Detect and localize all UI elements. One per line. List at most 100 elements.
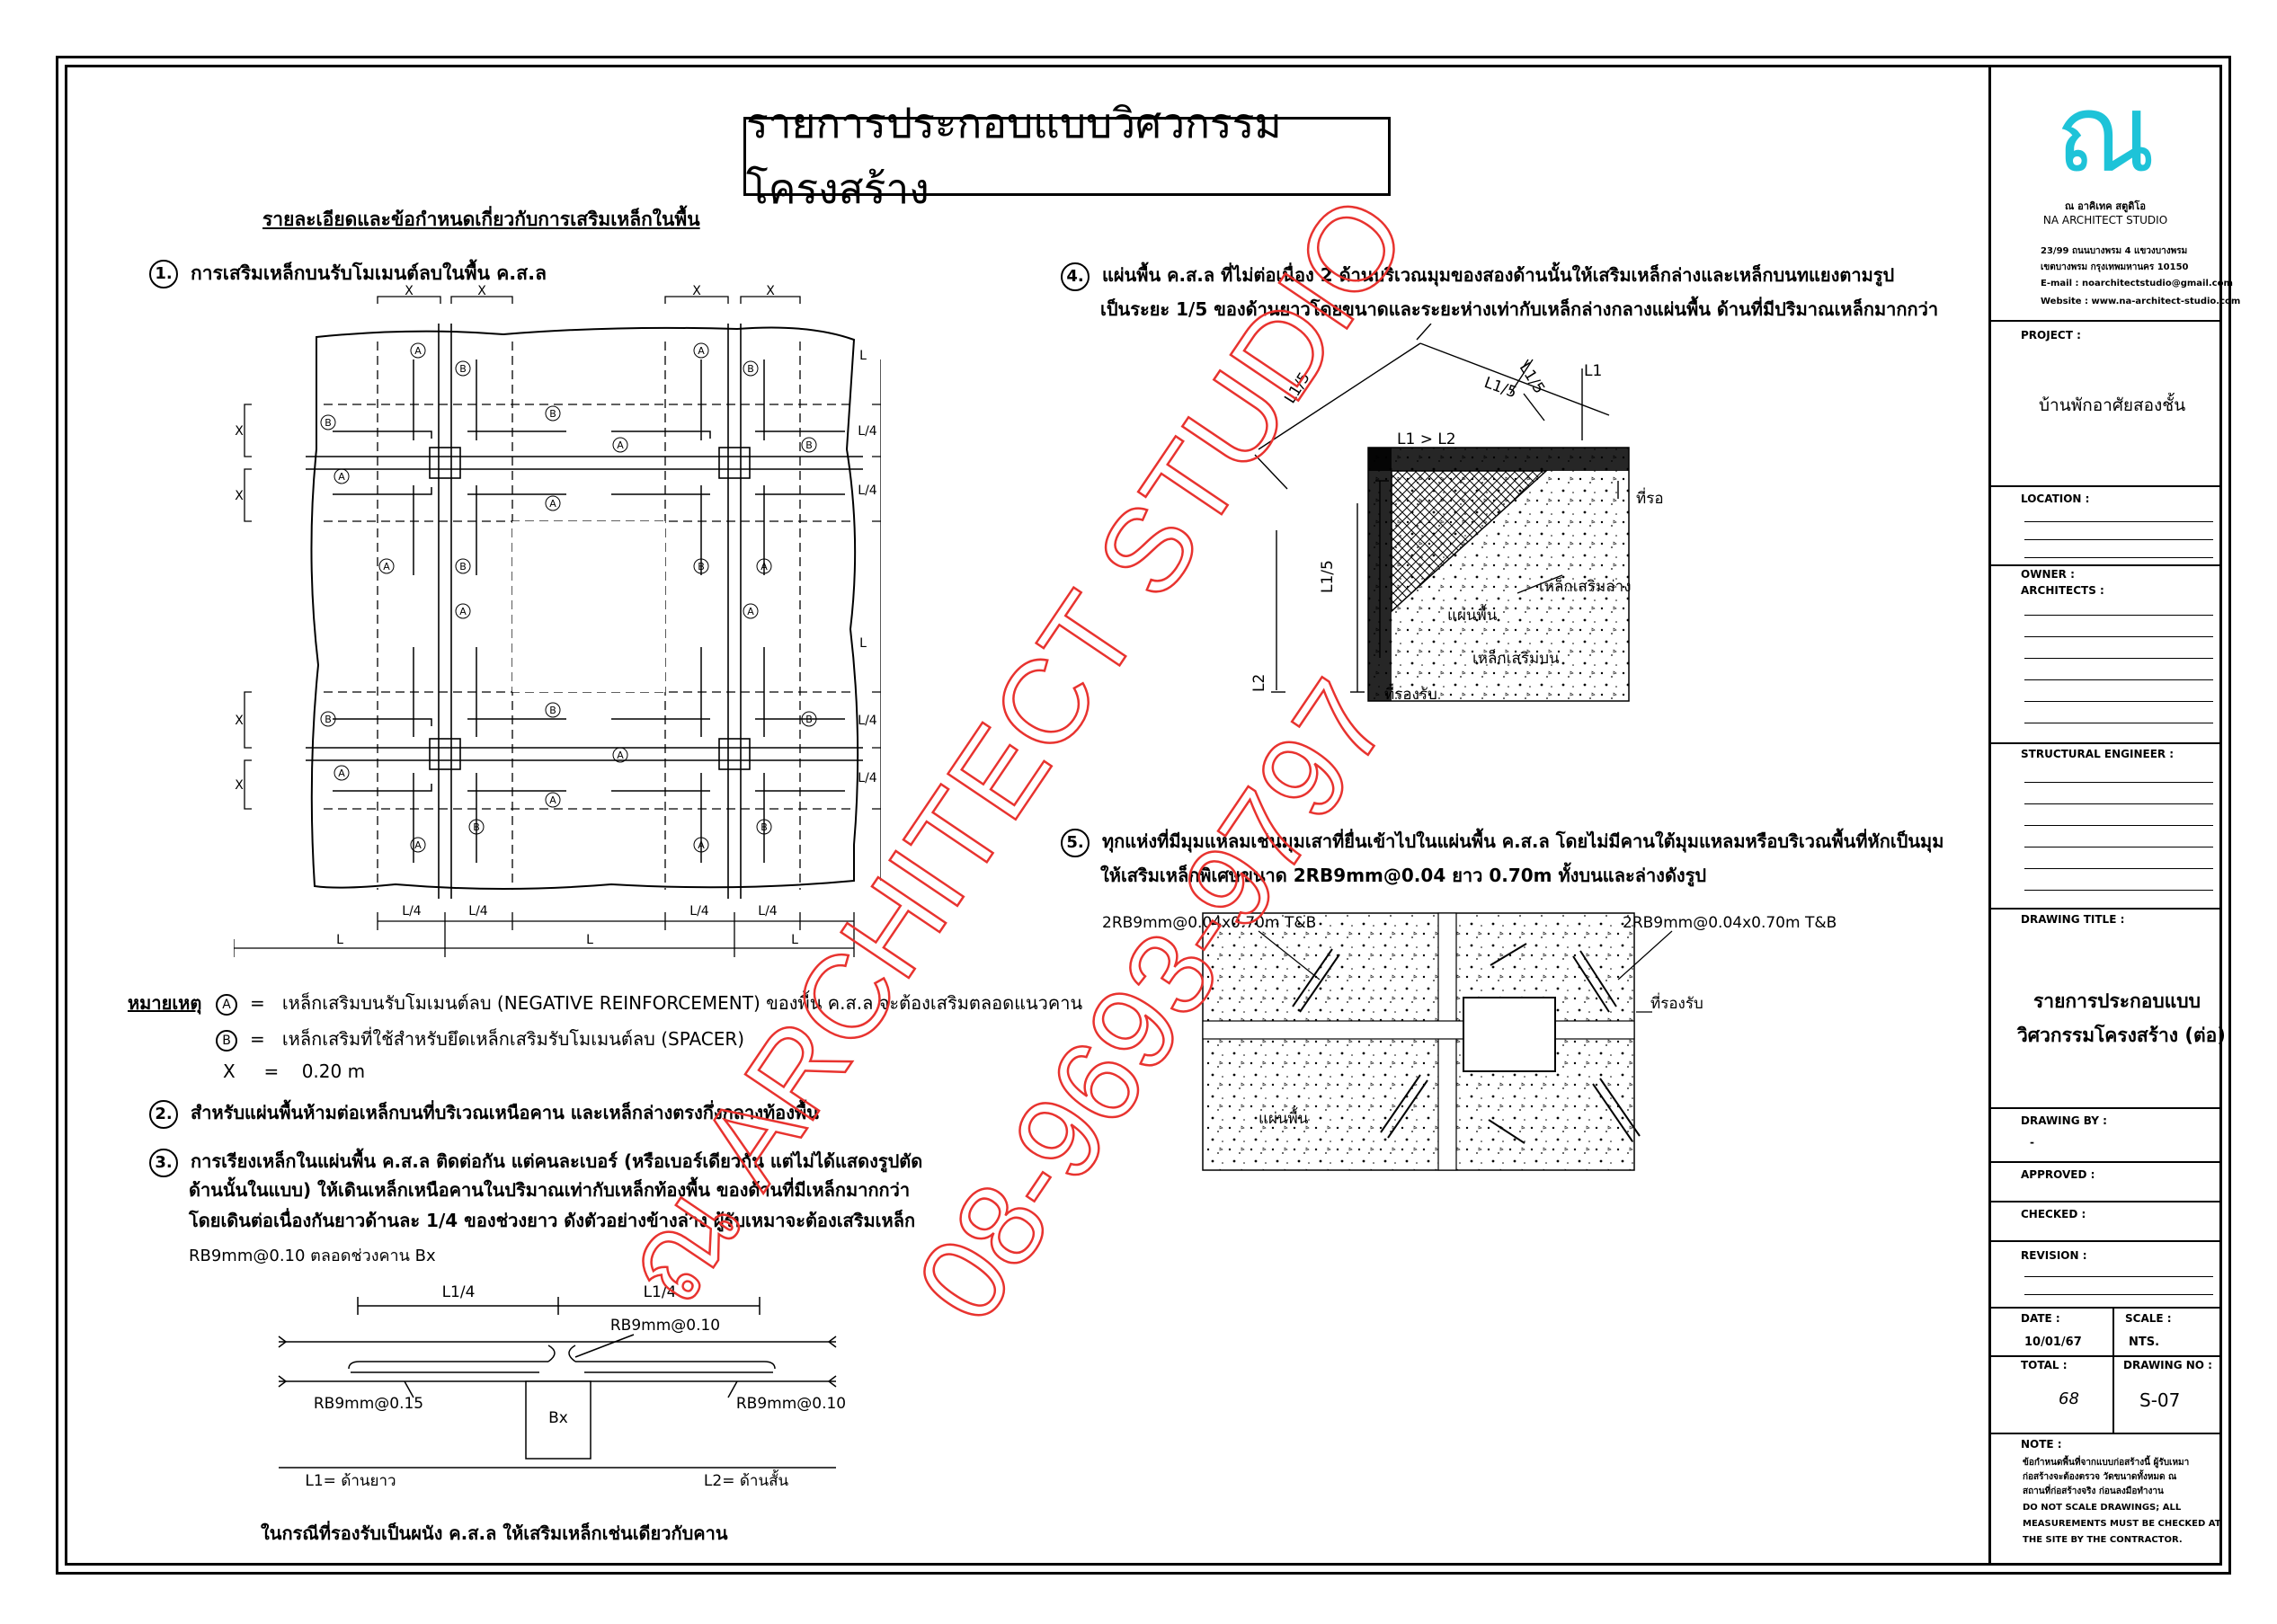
logo-block: ณ ณ อาคิเทค สตูดิโอ NA ARCHITECT STUDIO (1988, 72, 2222, 226)
dim-l4: L/4 (758, 904, 778, 918)
dim-l4: L/4 (858, 771, 877, 785)
divider (1988, 742, 2219, 744)
dim-l: L (859, 349, 867, 363)
drawing-by: - (2030, 1136, 2034, 1149)
label-support: ที่รองรับ (1650, 992, 1703, 1013)
approved-label: APPROVED : (2021, 1168, 2095, 1181)
divider (1988, 1240, 2219, 1242)
logo-website: Website : www.na-architect-studio.com (2041, 297, 2241, 306)
label-support-2: ที่รองรับ (1384, 683, 1437, 704)
marker-b: B (325, 714, 332, 725)
logo-address-1: 23/99 ถนนบางพรม 4 แขวงบางพรม (2041, 246, 2188, 256)
note-th-3: สถานที่ก่อสร้างจริง ก่อนลงมือทำงาน (2023, 1486, 2164, 1496)
drawing-border-inner (65, 65, 2222, 1566)
total-value: 68 (2059, 1389, 2079, 1408)
dim-l4: L/4 (468, 904, 488, 918)
figure-4-corner-detail: L1/5 L1/5 L1/5 L1 L1 > L2 L1/5 L2 ที่รอง… (1250, 324, 1663, 704)
sheet-title: รายการประกอบแบบวิศวกรรมโครงสร้าง (746, 99, 1282, 213)
dim-l15-b: L1/5 (1481, 374, 1518, 402)
rebar-label-left: RB9mm@0.15 (314, 1395, 423, 1413)
dim-l: L (336, 933, 343, 947)
rebar-label-right: RB9mm@0.10 (736, 1395, 846, 1413)
dim-l15-a: L1/5 (1281, 369, 1313, 407)
figure-5-column-corner: 2RB9mm@0.04x0.70m T&B 2RB9mm@0.04x0.70m … (1102, 912, 1837, 1171)
marker-a: A (549, 498, 556, 510)
owner-label: OWNER : (2021, 568, 2075, 581)
date-label: DATE : (2021, 1312, 2060, 1325)
dim-l4: L/4 (858, 424, 877, 439)
divider (1988, 908, 2219, 910)
drawing-no-value: S-07 (2139, 1389, 2181, 1411)
marker-b: B (805, 714, 813, 725)
item-2: 2.สำหรับแผ่นพื้นห้ามต่อเหล็กบนที่บริเวณเ… (149, 1098, 819, 1129)
note-x-symbol: X (223, 1060, 236, 1082)
divider (1988, 1107, 2219, 1109)
marker-a: A (338, 768, 345, 779)
label-top-bar: เหล็กเสริมบน (1472, 648, 1560, 668)
dim-l1: L1 (1584, 362, 1602, 380)
marker-b: B (549, 705, 556, 716)
item-5: 5.ทุกแห่งที่มีมุมแหลมเช่นมุมเสาที่ยื่นเข… (1061, 827, 1943, 857)
note-en-1: DO NOT SCALE DRAWINGS; ALL (2023, 1503, 2182, 1513)
drawing-title-2: วิศวกรรมโครงสร้าง (ต่อ) (2017, 1025, 2226, 1046)
item-3-line-3: โดยเดินต่อเนื่องกันยาวด้านละ 1/4 ของช่วง… (189, 1210, 916, 1231)
logo-name-th: ณ อาคิเทค สตูดิโอ (2065, 200, 2146, 212)
figure-3-caption: ในกรณีที่รองรับเป็นผนัง ค.ส.ล ให้เสริมเห… (261, 1522, 728, 1544)
item-5-line-2: ให้เสริมเหล็กพิเศษขนาด 2RB9mm@0.04 ยาว 0… (1100, 865, 1707, 886)
dim-l2: L2 (1250, 674, 1268, 692)
note-b-text: เหล็กเสริมที่ใช้สำหรับยึดเหล็กเสริมรับโม… (281, 1028, 745, 1050)
figure-1-slab-plan: A B A B B B A B A A A B B A A A B B B A … (234, 284, 881, 957)
dim-l15-d: L1/5 (1319, 560, 1337, 593)
dim-l: L (586, 933, 593, 947)
divider (1988, 1201, 2219, 1202)
divider (1988, 564, 2219, 566)
drawing-title-label: DRAWING TITLE : (2021, 913, 2125, 926)
marker-b: B (473, 821, 480, 833)
logo-mark: ณ (2055, 72, 2156, 197)
architects-label: ARCHITECTS : (2021, 584, 2104, 597)
dim-x: X (405, 284, 414, 298)
divider (1988, 1355, 2219, 1357)
divider (1988, 1161, 2219, 1163)
marker-b: B (747, 363, 754, 375)
label-l1: L1= ด้านยาว (305, 1472, 396, 1490)
note-x-text: 0.20 m (301, 1060, 366, 1082)
marker-a: A (747, 606, 754, 617)
dim-x: X (477, 284, 486, 298)
dim-l4: L/4 (689, 904, 709, 918)
divider (1988, 1433, 2219, 1434)
project-label: PROJECT : (2021, 329, 2081, 342)
divider (1988, 320, 2219, 322)
date-value: 10/01/67 (2024, 1336, 2082, 1349)
location-label: LOCATION : (2021, 493, 2090, 505)
dim-l4: L/4 (402, 904, 422, 918)
dim-l14-right: L1/4 (644, 1283, 677, 1301)
structural-engineer-label: STRUCTURAL ENGINEER : (2021, 748, 2175, 760)
marker-a: A (338, 471, 345, 483)
dim-l14-left: L1/4 (442, 1283, 476, 1301)
dim-x: X (235, 489, 244, 503)
note-en-2: MEASUREMENTS MUST BE CHECKED AT (2023, 1519, 2221, 1529)
marker-b: B (459, 363, 467, 375)
beam-label-bx: Bx (548, 1409, 568, 1427)
marker-b: B (805, 439, 813, 451)
rebar-label-right: 2RB9mm@0.04x0.70m T&B (1623, 914, 1837, 932)
divider (1988, 1307, 2219, 1309)
note-a-text: เหล็กเสริมบนรับโมเมนต์ลบ (NEGATIVE REINF… (281, 992, 1083, 1014)
revision-label: REVISION : (2021, 1249, 2087, 1262)
label-l2: L2= ด้านสั้น (704, 1469, 789, 1490)
dim-l: L (859, 636, 867, 651)
dim-x: X (766, 284, 775, 298)
marker-a: A (698, 345, 705, 357)
rebar-label-top: RB9mm@0.10 (610, 1317, 720, 1335)
note-a-symbol: A (216, 993, 237, 1016)
item-3: 3.การเรียงเหล็กในแผ่นพื้น ค.ส.ล ติดต่อกั… (149, 1147, 922, 1177)
marker-a: A (383, 561, 390, 572)
note-th-1: ข้อกำหนดพื้นที่จากแบบก่อสร้างนี้ ผู้รับเ… (2023, 1458, 2190, 1468)
label-l1-gt-l2: L1 > L2 (1397, 430, 1456, 448)
logo-address-2: เขตบางพรม กรุงเทพมหานคร 10150 (2041, 262, 2189, 272)
marker-a: A (414, 345, 422, 357)
marker-a: A (617, 439, 624, 451)
marker-b: B (549, 408, 556, 420)
marker-b: B (325, 417, 332, 429)
